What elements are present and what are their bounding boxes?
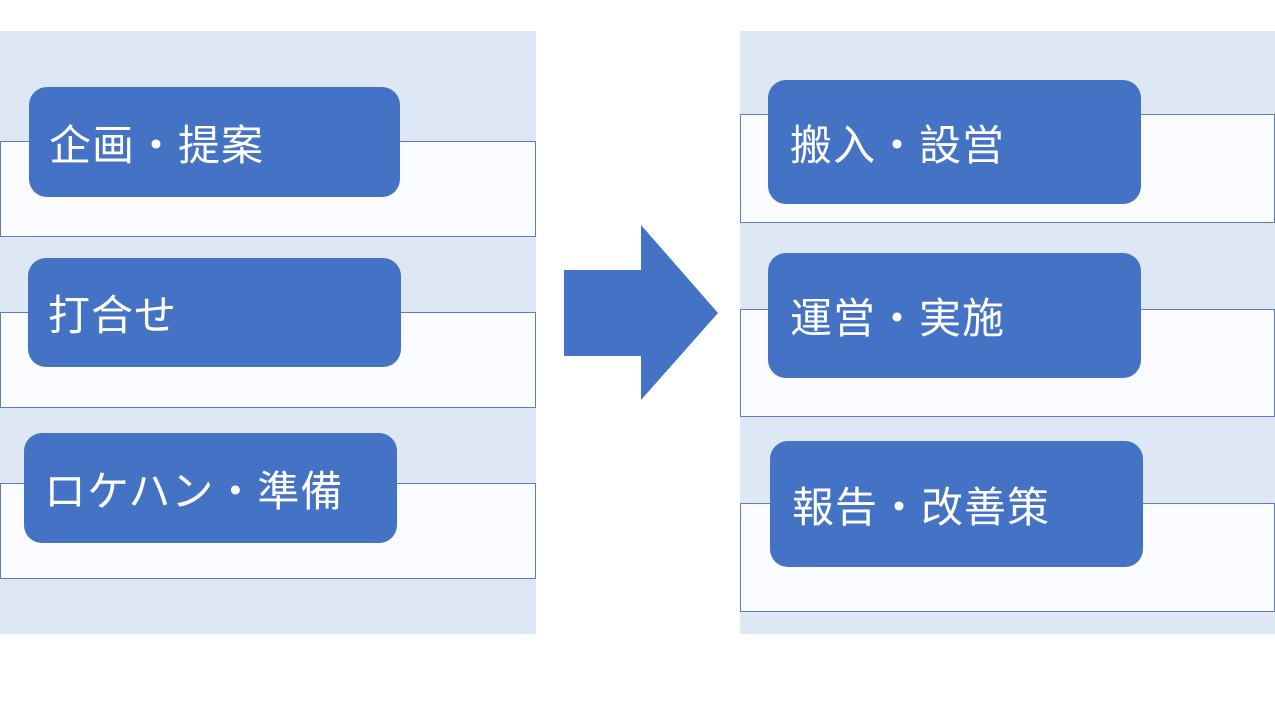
step-label-location-scouting: ロケハン・準備 [24,433,397,543]
step-label-setup: 搬入・設営 [768,80,1141,204]
step-label-report: 報告・改善策 [770,441,1143,567]
step-label-operation: 運営・実施 [768,253,1141,378]
arrow-right-icon [564,225,718,400]
step-label-planning: 企画・提案 [29,87,400,197]
left-process-panel: 企画・提案 打合せ ロケハン・準備 [0,31,536,634]
right-process-panel: 搬入・設営 運営・実施 報告・改善策 [740,31,1275,634]
step-label-meeting: 打合せ [28,258,401,367]
